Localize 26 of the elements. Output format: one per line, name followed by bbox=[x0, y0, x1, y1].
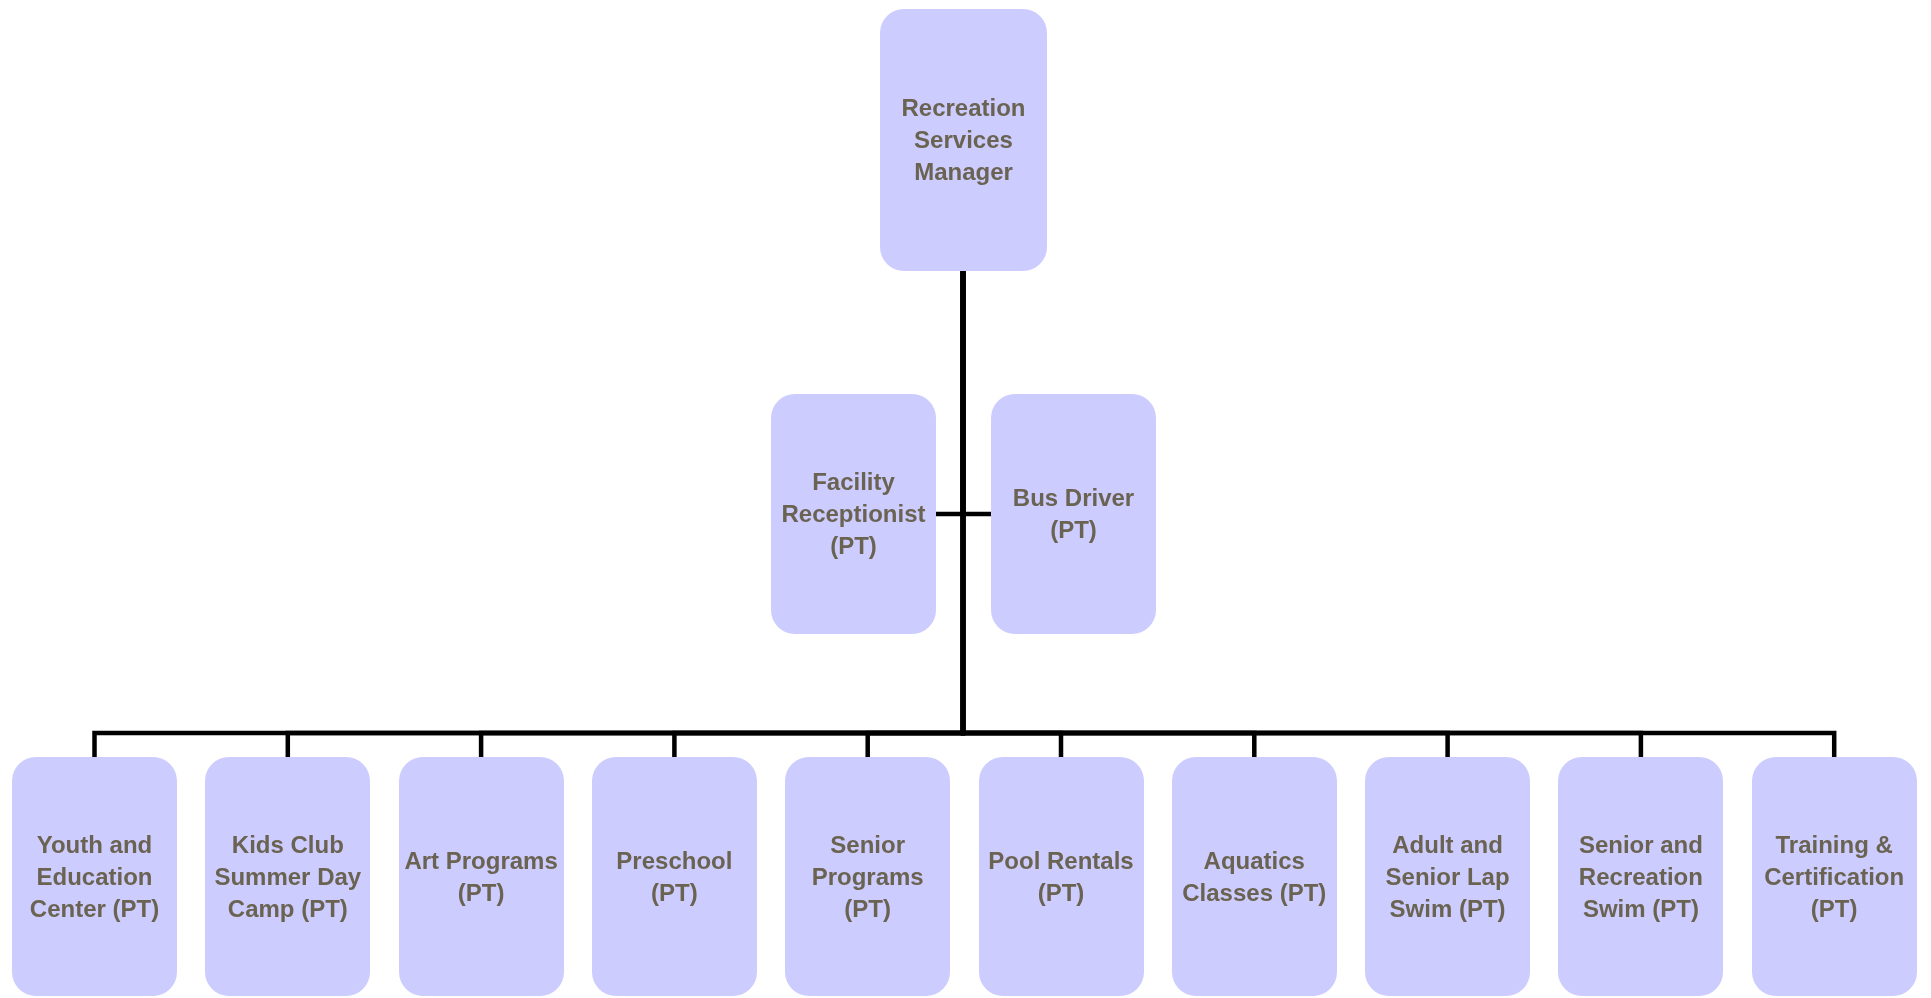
role-title: Youth and Education Center (PT) bbox=[28, 829, 161, 924]
org-box bbox=[205, 757, 371, 996]
role-title: Aquatics Classes (PT) bbox=[1181, 845, 1328, 908]
role-title: Training & Certification (PT) bbox=[1763, 829, 1906, 924]
org-box bbox=[1171, 757, 1337, 996]
role-title: Kids Club Summer Day Camp (PT) bbox=[213, 829, 363, 924]
org-box bbox=[1365, 757, 1531, 996]
org-box bbox=[785, 757, 951, 996]
role-title: Senior and Recreation Swim (PT) bbox=[1577, 829, 1704, 924]
role-title: Senior Programs (PT) bbox=[810, 829, 925, 924]
role-title: Art Programs (PT) bbox=[403, 845, 559, 908]
org-box bbox=[12, 757, 177, 996]
role-title: Bus Driver (PT) bbox=[1011, 483, 1136, 545]
org-box bbox=[991, 394, 1156, 634]
org-box bbox=[398, 757, 564, 996]
role-title: Pool Rentals (PT) bbox=[987, 845, 1135, 908]
role-title: Recreation Services Manager bbox=[900, 93, 1027, 187]
role-title: Adult and Senior Lap Swim (PT) bbox=[1384, 829, 1511, 924]
org-box bbox=[880, 9, 1047, 271]
org-box bbox=[771, 394, 936, 634]
role-title: Preschool (PT) bbox=[615, 845, 734, 908]
org-box bbox=[591, 757, 757, 996]
org-box bbox=[1558, 757, 1724, 996]
org-box bbox=[1751, 757, 1917, 996]
org-box bbox=[978, 757, 1144, 996]
role-title: Facility Receptionist (PT) bbox=[780, 467, 927, 561]
